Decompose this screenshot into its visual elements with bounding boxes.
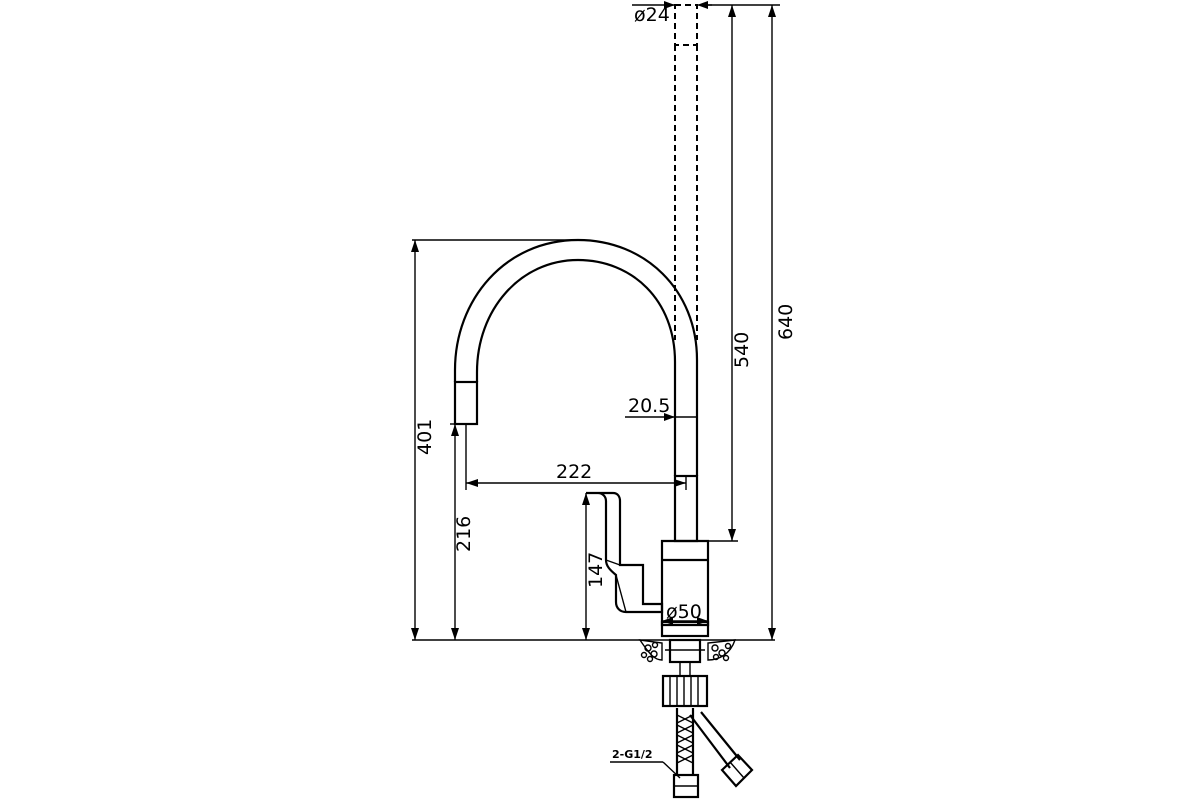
dim-column-height: 540 (731, 332, 753, 368)
supply-hose-right (689, 714, 731, 769)
countertop (412, 638, 775, 799)
mounting-nut (661, 674, 709, 708)
spout-outer (453, 238, 699, 476)
spout-inner (475, 258, 677, 476)
dim-spray-diameter: ø24 (634, 4, 670, 26)
pull-out-hose (674, 4, 698, 340)
dimension-labels: ø24 222 20.5 ø50 640 540 401 216 147 2-G… (414, 4, 797, 761)
lever-handle (586, 491, 664, 614)
faucet-outline (453, 238, 710, 638)
dim-spout-tube: 20.5 (628, 395, 670, 417)
dimension-lines (411, 1, 780, 779)
dim-base-diameter: ø50 (666, 601, 702, 623)
dim-connection: 2-G1/2 (612, 748, 653, 761)
dim-total-height: 640 (775, 304, 797, 340)
base-flange (660, 620, 710, 638)
dim-handle-height: 147 (585, 552, 607, 588)
dim-spout-height: 401 (414, 419, 436, 455)
dim-outlet-height: 216 (453, 516, 475, 552)
dim-spout-reach: 222 (556, 461, 592, 483)
spray-head (453, 380, 479, 426)
